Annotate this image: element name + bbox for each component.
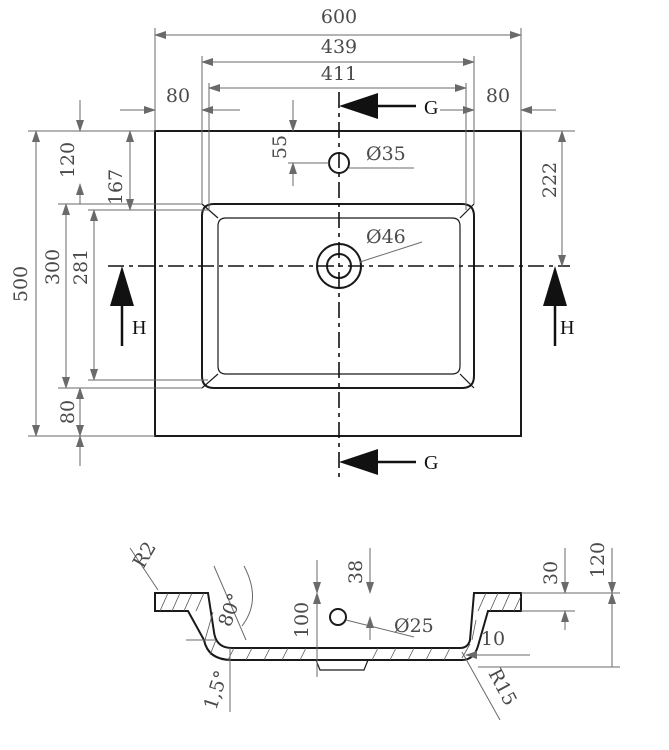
label-bowl-outer-width: 439 <box>321 36 357 58</box>
label-bowl-inner-width: 411 <box>321 63 357 85</box>
section-view: R2 80° 1,5° 38 100 Ø25 30 120 10 R15 <box>129 538 620 721</box>
label-rim-thickness: 30 <box>540 561 562 585</box>
label-floor-slope: 1,5° <box>200 668 233 713</box>
overflow-hole <box>329 608 347 626</box>
leader-drain <box>359 241 423 263</box>
label-back-to-drain: 222 <box>539 162 561 198</box>
label-back-to-bowl-inner: 167 <box>105 169 127 205</box>
label-overall-depth: 500 <box>10 266 32 302</box>
label-tap-hole-diameter: Ø35 <box>366 143 406 165</box>
section-h-arrow-left <box>110 266 134 306</box>
label-floor-thickness: 10 <box>481 628 505 650</box>
label-edge-radius: R2 <box>129 538 161 572</box>
label-bowl-depth: 100 <box>291 602 313 638</box>
label-overall-width: 600 <box>321 6 357 28</box>
label-section-h-right: H <box>560 317 574 339</box>
label-corner-radius: R15 <box>484 665 521 709</box>
leader-r15 <box>461 651 501 721</box>
label-back-margin: 120 <box>57 142 79 178</box>
label-wall-angle: 80° <box>214 590 246 629</box>
label-margin-right: 80 <box>486 85 510 107</box>
leader-r2 <box>129 547 159 591</box>
top-view: 600 439 411 80 80 55 Ø35 Ø46 500 120 167… <box>10 6 575 478</box>
label-section-h-left: H <box>132 317 146 339</box>
label-section-g-top: G <box>424 97 438 119</box>
sink-section-outline <box>154 592 522 661</box>
section-hatching <box>159 592 522 661</box>
leader-wall-angle <box>213 565 247 641</box>
label-tap-hole-offset: 55 <box>269 135 291 159</box>
label-margin-left: 80 <box>166 85 190 107</box>
label-bowl-depth-outer: 300 <box>42 249 64 285</box>
label-bowl-depth-inner: 281 <box>70 249 92 285</box>
bowl-outer-outline <box>201 203 475 389</box>
drain-stub <box>315 659 369 671</box>
label-overflow-diameter: Ø25 <box>394 615 434 637</box>
label-drain-diameter: Ø46 <box>366 226 406 248</box>
bowl-inner-outline <box>217 217 461 375</box>
label-overall-height: 120 <box>587 542 609 578</box>
leader-overflow <box>345 619 415 638</box>
section-g-arrow-top <box>339 93 378 119</box>
label-overflow-offset: 38 <box>345 560 367 584</box>
section-g-arrow-bottom <box>339 449 378 475</box>
section-h-arrow-right <box>543 266 567 306</box>
countertop-outline <box>154 130 522 437</box>
label-front-margin: 80 <box>57 400 79 424</box>
label-section-g-bottom: G <box>424 452 438 474</box>
